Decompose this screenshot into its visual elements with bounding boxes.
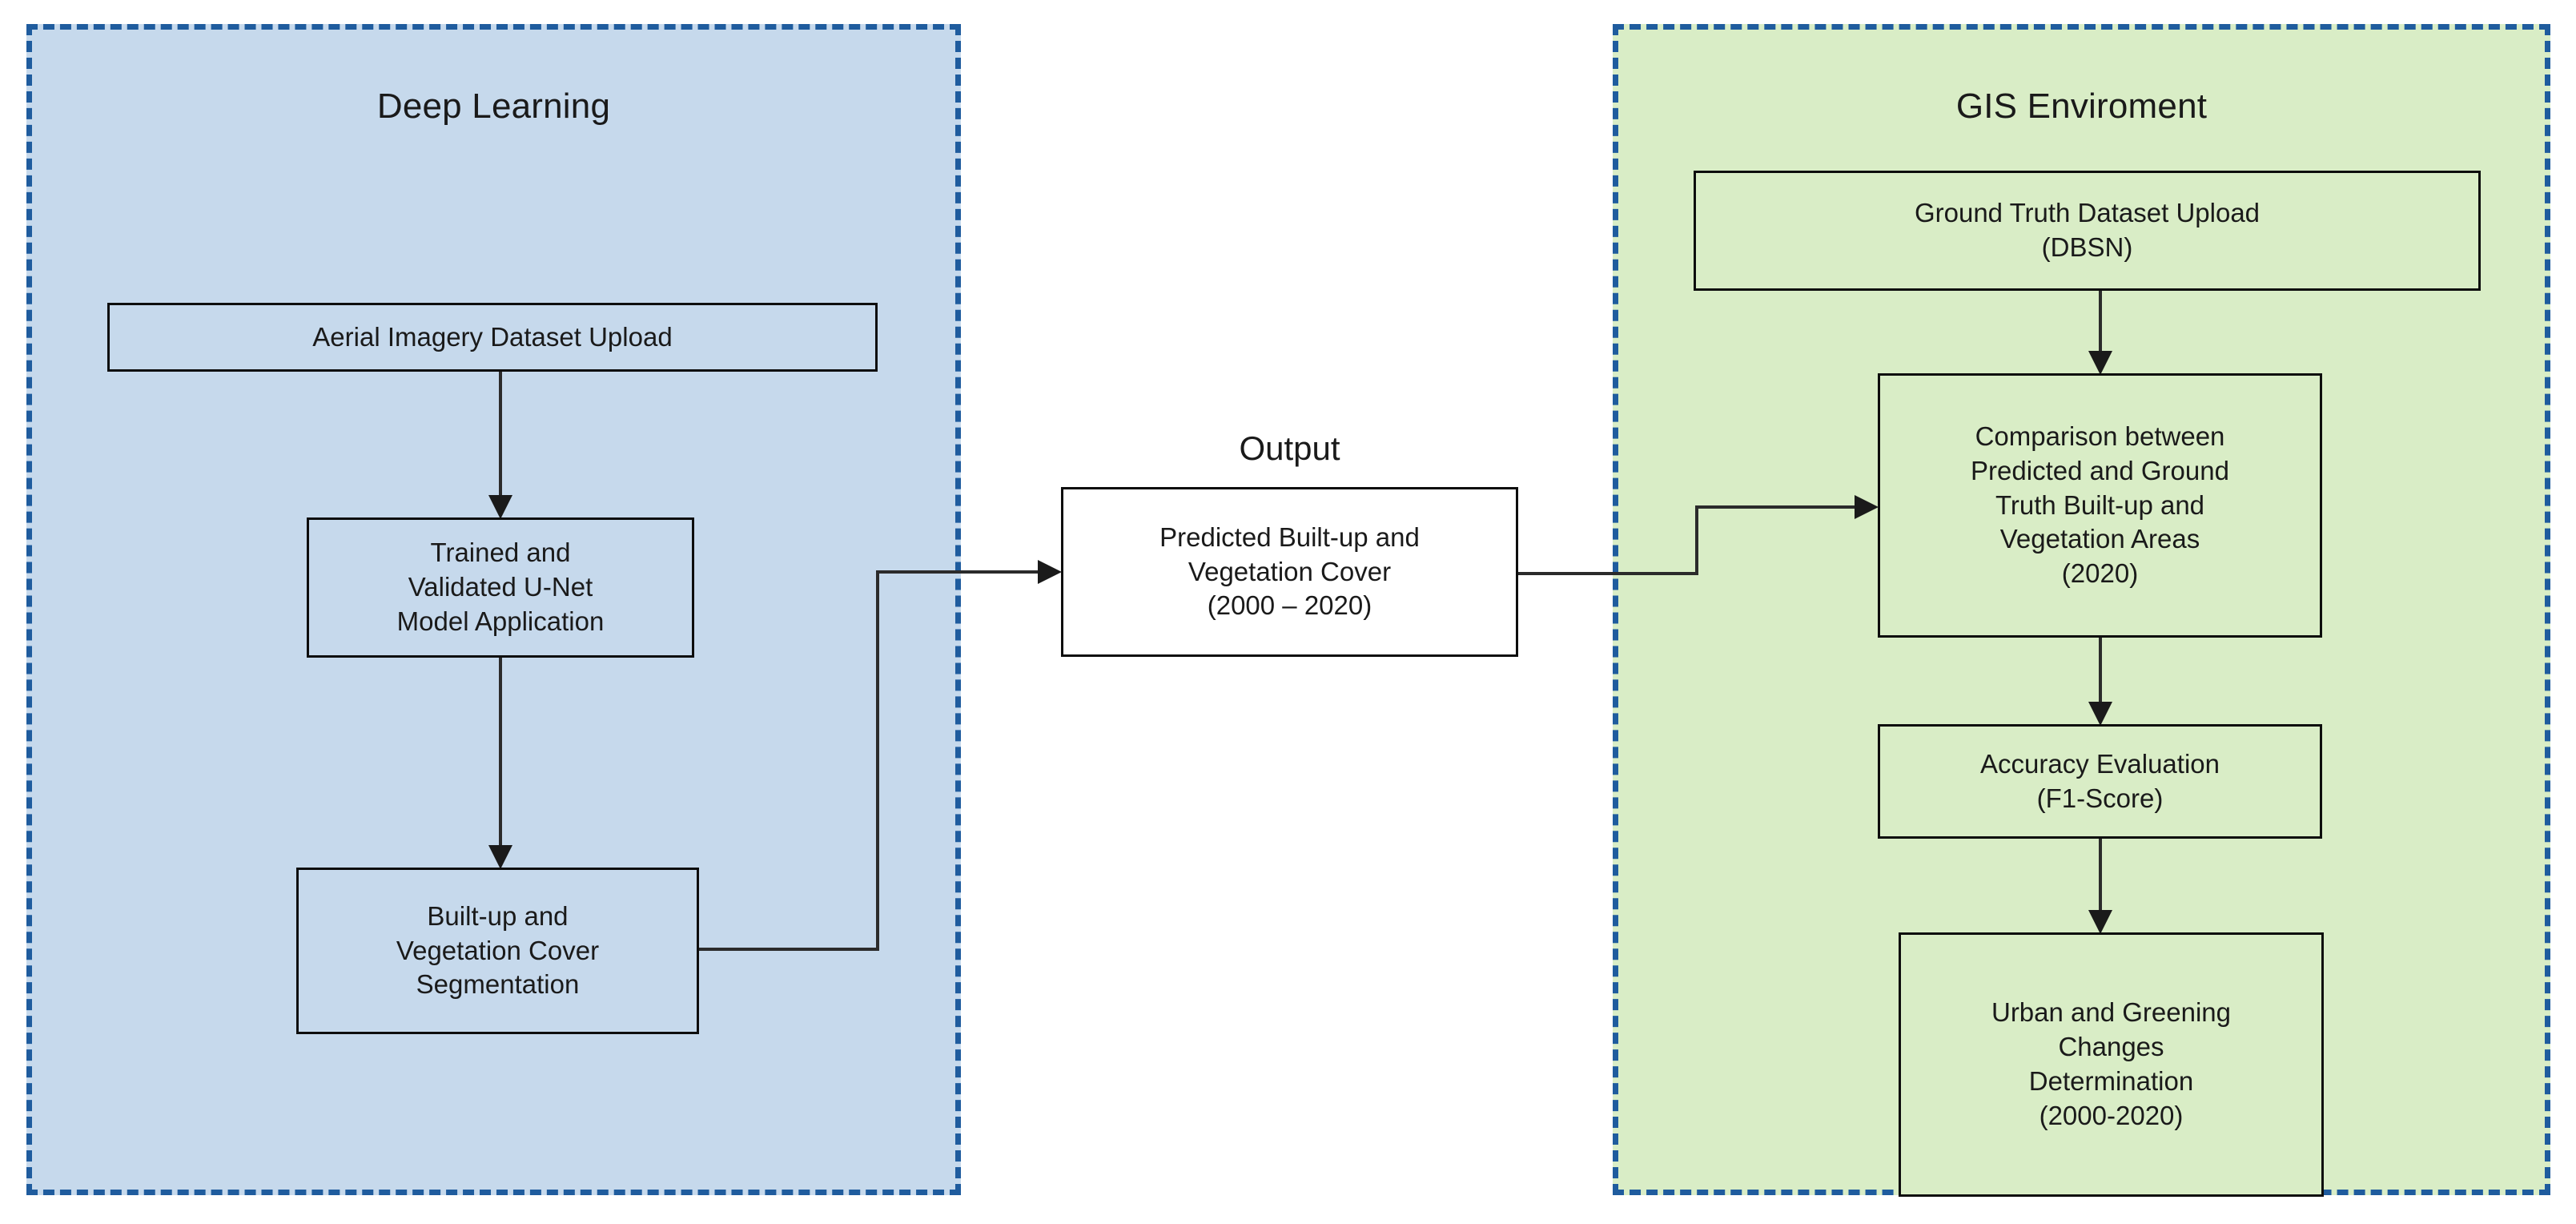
node-label: Aerial Imagery Dataset Upload bbox=[312, 321, 673, 352]
node-ground-truth-dataset-upload[interactable]: Ground Truth Dataset Upload (DBSN) bbox=[1694, 171, 2481, 291]
node-label: Urban and Greening Changes Determination… bbox=[1991, 997, 2232, 1130]
panel-title-gis-environment: GIS Enviroment bbox=[1955, 87, 2208, 126]
node-label: Predicted Built-up and Vegetation Cover … bbox=[1159, 521, 1420, 621]
node-urban-greening-changes-determination[interactable]: Urban and Greening Changes Determination… bbox=[1899, 932, 2324, 1197]
output-caption: Output bbox=[1239, 429, 1340, 467]
node-aerial-imagery-dataset-upload[interactable]: Aerial Imagery Dataset Upload bbox=[107, 303, 878, 372]
node-label: Built-up and Vegetation Cover Segmentati… bbox=[396, 900, 600, 1000]
node-label: Trained and Validated U-Net Model Applic… bbox=[396, 538, 605, 636]
panel-title-deep-learning: Deep Learning bbox=[376, 87, 611, 126]
node-predicted-builtup-vegetation-cover[interactable]: Predicted Built-up and Vegetation Cover … bbox=[1061, 487, 1518, 657]
node-label: Comparison between Predicted and Ground … bbox=[1971, 421, 2229, 589]
node-accuracy-evaluation-f1-score[interactable]: Accuracy Evaluation (F1-Score) bbox=[1878, 724, 2322, 839]
node-label: Ground Truth Dataset Upload (DBSN) bbox=[1914, 198, 2261, 262]
node-builtup-vegetation-cover-segmentation[interactable]: Built-up and Vegetation Cover Segmentati… bbox=[296, 868, 699, 1034]
node-trained-validated-unet-model[interactable]: Trained and Validated U-Net Model Applic… bbox=[307, 517, 694, 658]
node-comparison-predicted-vs-ground-truth[interactable]: Comparison between Predicted and Ground … bbox=[1878, 373, 2322, 638]
node-label: Accuracy Evaluation (F1-Score) bbox=[1980, 748, 2220, 813]
